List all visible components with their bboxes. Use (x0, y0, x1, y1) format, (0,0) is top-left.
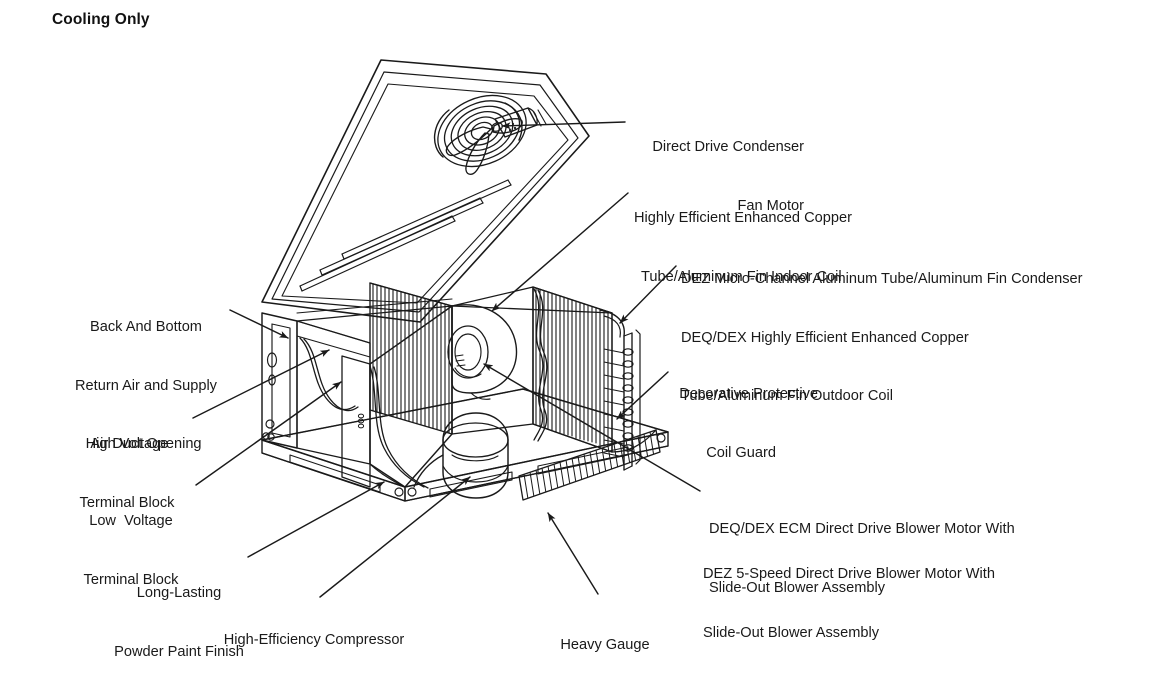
callout-condenser-fan-motor: Direct Drive Condenser Fan Motor (652, 139, 804, 214)
base-rails (261, 388, 669, 502)
leader-indoor-coil (491, 192, 629, 312)
leader-high-voltage (192, 349, 330, 419)
leader-blower-motor (483, 363, 701, 492)
leader-lines (192, 121, 701, 598)
callout-base-rails: Heavy Gauge Removable Base Rails (560, 637, 650, 653)
indoor-coil (369, 282, 453, 435)
callout-powder-paint-finish: Long-Lasting Powder Paint Finish (114, 585, 244, 660)
compressor (442, 412, 509, 499)
leader-coil-guard (616, 371, 669, 420)
leader-duct-opening (229, 309, 289, 339)
refrigerant-tubing (299, 288, 548, 489)
callout-indoor-coil: Highly Efficient Enhanced Copper Tube/Al… (634, 210, 852, 285)
callout-coil-guard: Decorative Protective Coil Guard (679, 386, 818, 461)
callout-blower-motor-ecm: DEQ/DEX ECM Direct Drive Blower Motor Wi… (709, 521, 1015, 596)
top-panel-lid (261, 59, 590, 323)
callout-high-voltage-terminal-block: High Voltage Terminal Block (79, 436, 175, 511)
blower-assembly (447, 304, 518, 400)
leader-condenser-fan-motor (501, 121, 626, 130)
leader-low-voltage (195, 381, 342, 486)
callout-compressor: High-Efficiency Compressor Rigidly Mount… (223, 632, 405, 648)
leader-compressor (319, 476, 471, 598)
callout-blower-motor-5speed: DEZ 5-Speed Direct Drive Blower Motor Wi… (703, 566, 995, 641)
leader-base-rails (547, 512, 599, 595)
panel-marking (357, 413, 365, 429)
leader-powder-paint (247, 481, 385, 558)
callout-outdoor-coil: DEZ Micro-Channel Aluminum Tube/Aluminum… (681, 271, 1083, 404)
page-title: Cooling Only (52, 11, 150, 28)
leader-outdoor-coil (619, 265, 677, 324)
callout-low-voltage-terminal-block: Low Voltage Terminal Block (83, 513, 179, 588)
outdoor-coil (532, 286, 625, 453)
callout-duct-opening: Back And Bottom Return Air and Supply Ai… (75, 319, 217, 452)
